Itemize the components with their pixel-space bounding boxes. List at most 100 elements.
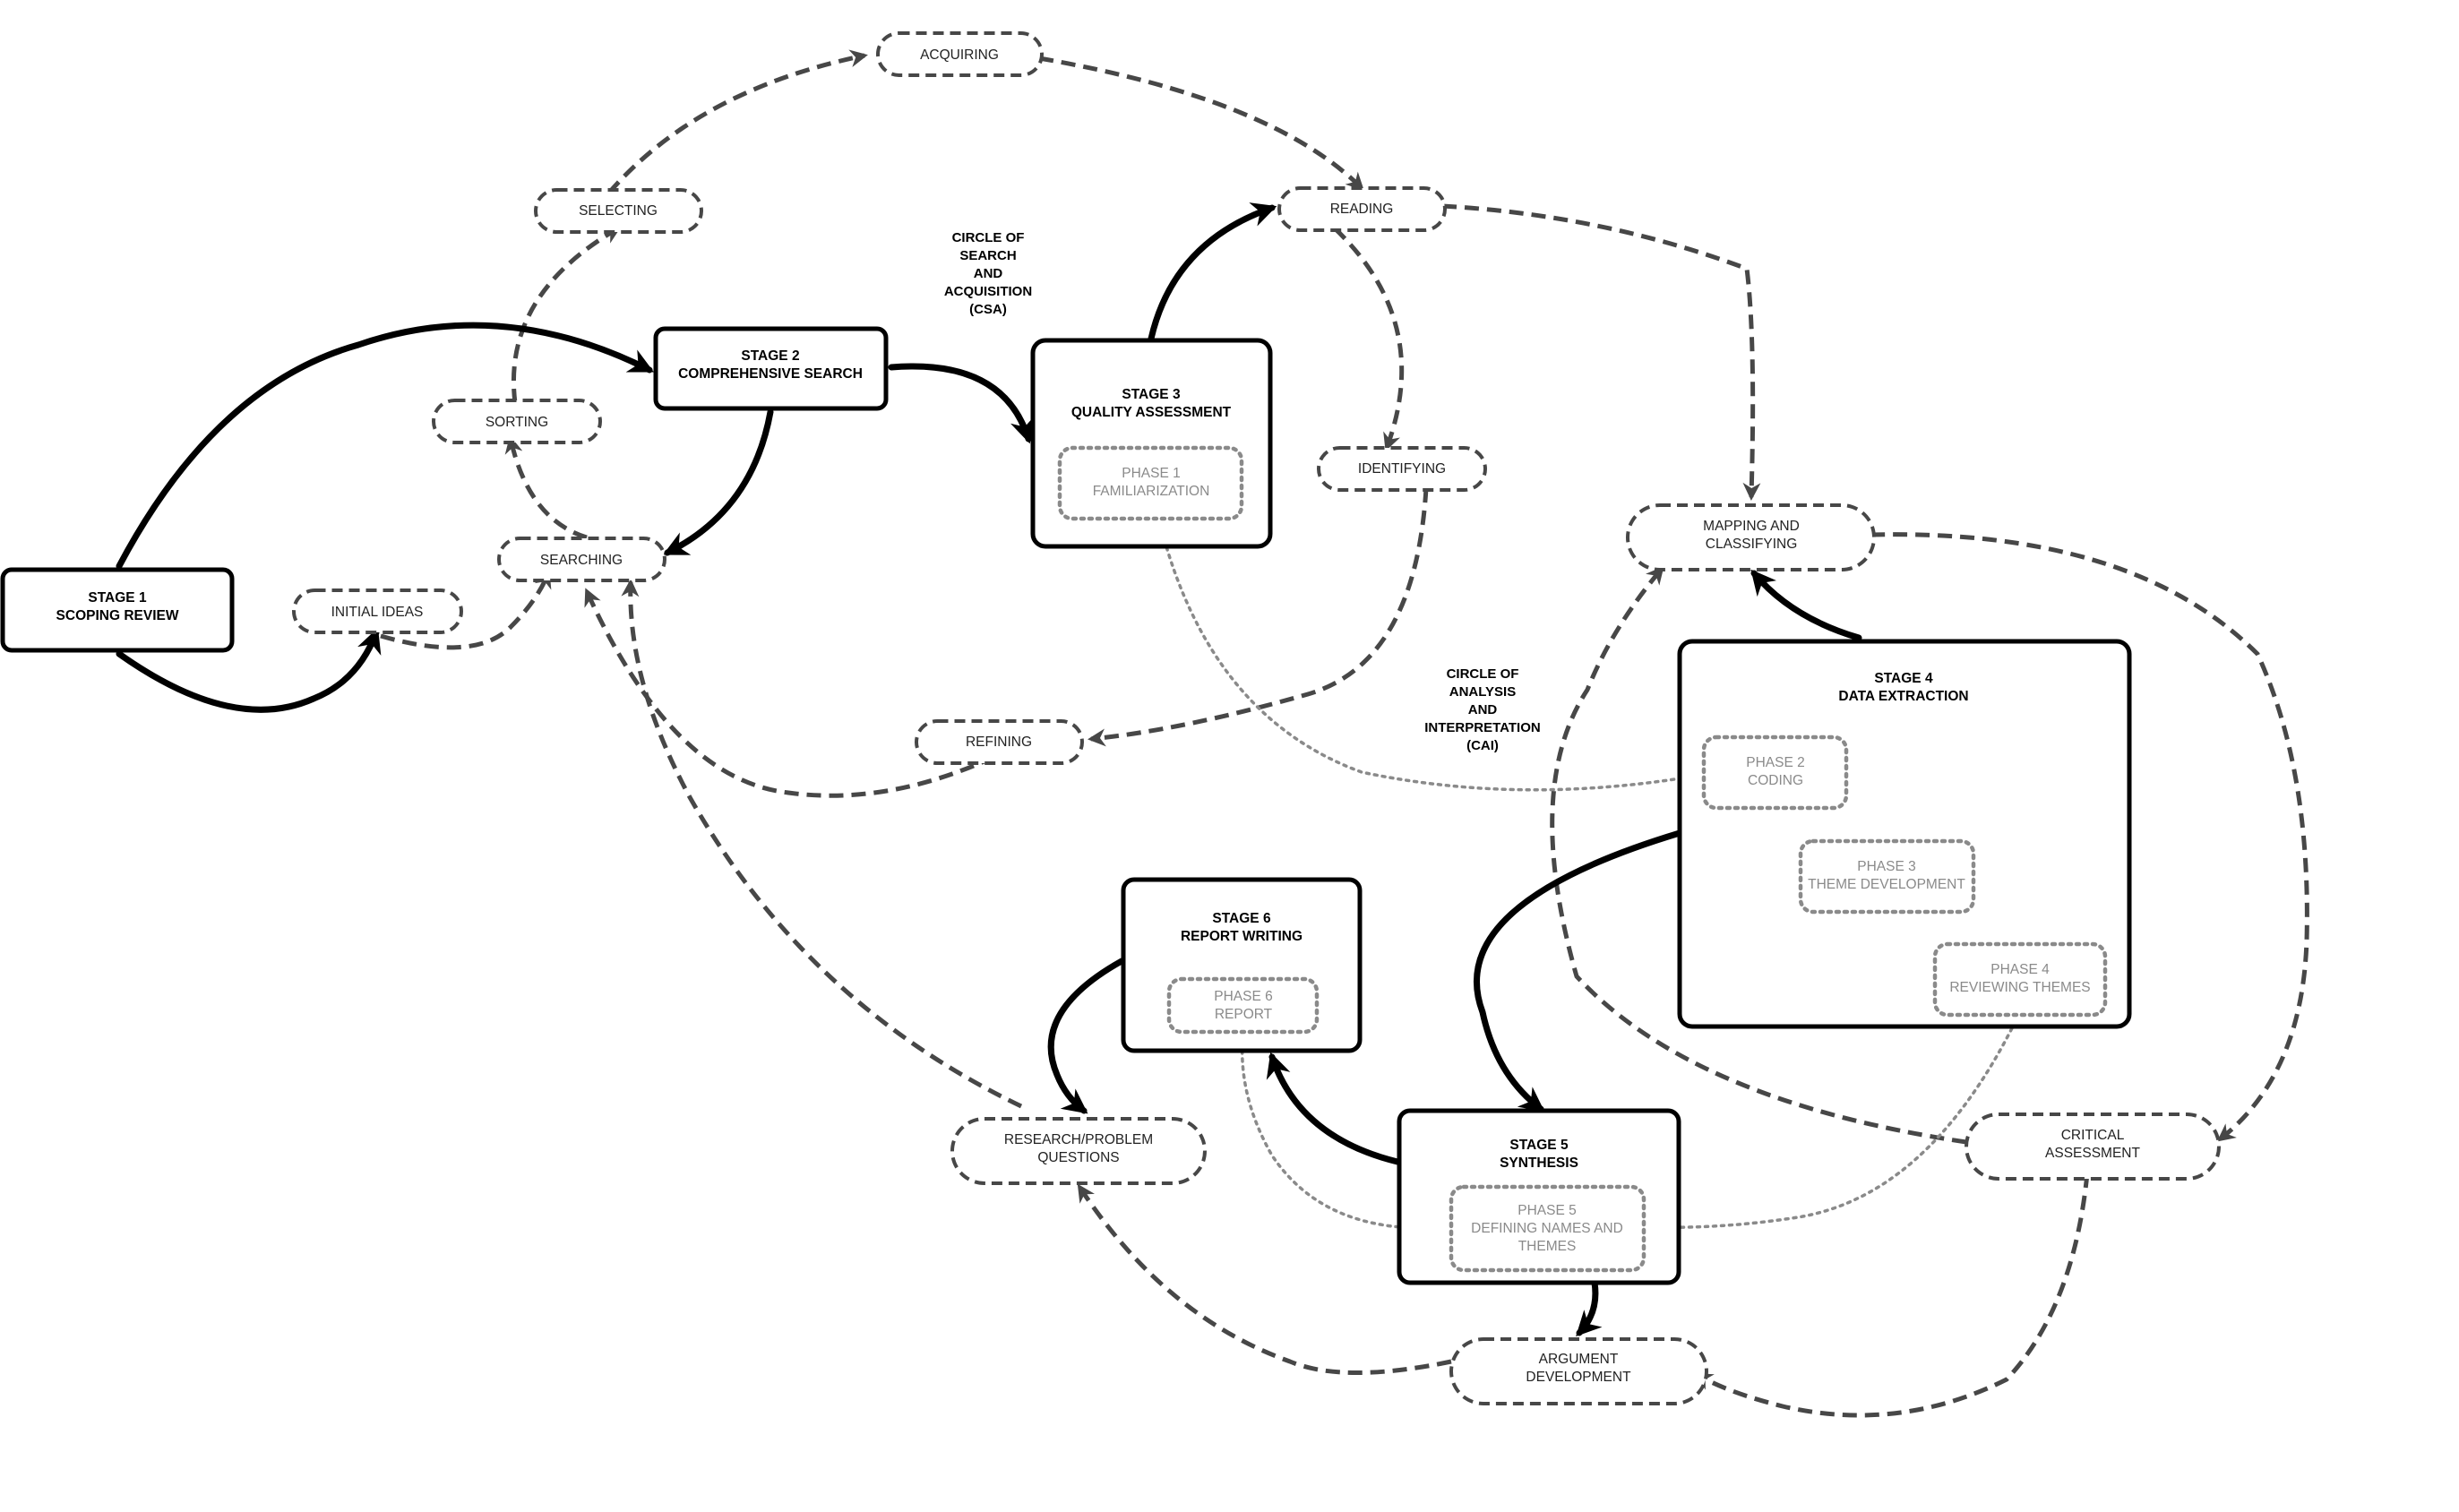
argument-development-label-line: ARGUMENT — [1539, 1352, 1619, 1367]
stage6-label-line: STAGE 6 — [1212, 911, 1271, 926]
mapping-label: MAPPING AND CLASSIFYING — [1703, 519, 1800, 552]
arrow-identifying-to-refining — [1088, 487, 1429, 747]
acquiring-pill[interactable] — [876, 31, 1044, 77]
dashed-flow-arrows — [380, 49, 2309, 1418]
phase4-box[interactable] — [1932, 941, 2108, 1018]
critical-assessment-label: CRITICAL ASSESSMENT — [2045, 1128, 2140, 1161]
phase3-label-line: PHASE 3 — [1857, 859, 1915, 874]
stage2-label: STAGE 2 COMPREHENSIVE SEARCH — [678, 348, 863, 382]
mapping-pill[interactable] — [1626, 503, 1876, 571]
arrow-phase1-to-phase2 — [1158, 522, 1706, 792]
stage5-label: STAGE 5 SYNTHESIS — [1500, 1138, 1578, 1171]
arrow-sorting-to-selecting — [511, 226, 622, 404]
identifying-pill[interactable] — [1317, 446, 1487, 492]
reading-label-line: READING — [1330, 202, 1394, 217]
phase5-label-line: DEFINING NAMES AND — [1471, 1221, 1623, 1236]
phase6-label-line: PHASE 6 — [1214, 989, 1272, 1004]
argument-development-label-line: DEVELOPMENT — [1526, 1370, 1631, 1385]
phase3-box[interactable] — [1798, 838, 1976, 915]
arrow-stage6-to-research — [1047, 958, 1125, 1114]
phase5-label-line: THEMES — [1518, 1239, 1577, 1254]
stage2-label-line: COMPREHENSIVE SEARCH — [678, 366, 863, 382]
arrow-stage4-to-stage5 — [1473, 829, 1683, 1113]
searching-pill[interactable] — [497, 537, 666, 582]
stage5-label-line: SYNTHESIS — [1500, 1155, 1578, 1171]
arrow-stage1-to-stage2 — [116, 322, 655, 570]
phase2-box[interactable] — [1701, 735, 1849, 811]
phase6-label: PHASE 6 REPORT — [1214, 989, 1272, 1022]
refining-pill[interactable] — [915, 719, 1084, 765]
labels: STAGE 1 SCOPING REVIEW STAGE 2 COMPREHENSIV… — [56, 47, 2141, 1385]
phase2-label-line: PHASE 2 — [1746, 755, 1804, 770]
research-questions-label-line: QUESTIONS — [1037, 1150, 1119, 1165]
arrow-phase5-to-phase6 — [1234, 1027, 1449, 1230]
critical-assessment-label-line: CRITICAL — [2061, 1128, 2125, 1143]
csa-label-line: (CSA) — [969, 302, 1007, 317]
phase6-box[interactable] — [1166, 976, 1320, 1035]
phase4-label-line: REVIEWING THEMES — [1949, 980, 2090, 995]
arrow-stage5-to-stage6 — [1266, 1052, 1401, 1165]
arrow-stage4-to-mapping — [1750, 569, 1862, 641]
stage3-label-line: STAGE 3 — [1122, 387, 1181, 402]
activity-pills — [292, 31, 2221, 1405]
arrow-initialideas-to-searching — [380, 570, 552, 650]
identifying-label-line: IDENTIFYING — [1358, 461, 1446, 477]
phase6-label-line: REPORT — [1215, 1007, 1273, 1022]
reading-label: READING — [1330, 202, 1394, 217]
argument-development-pill[interactable] — [1449, 1337, 1708, 1405]
stage1-label-line: SCOPING REVIEW — [56, 608, 179, 623]
phase1-label-line: FAMILIARIZATION — [1093, 484, 1210, 499]
phase5-label-line: PHASE 5 — [1518, 1203, 1576, 1218]
phase5-box[interactable] — [1449, 1184, 1646, 1273]
argument-development-label: ARGUMENT DEVELOPMENT — [1526, 1352, 1631, 1385]
sorting-pill[interactable] — [432, 399, 602, 444]
initial-ideas-label: INITIAL IDEAS — [331, 605, 424, 620]
initial-ideas-label-line: INITIAL IDEAS — [331, 605, 424, 620]
searching-label: SEARCHING — [540, 553, 623, 568]
arrow-stage1-to-initialideas — [116, 627, 382, 713]
stage1-box[interactable] — [0, 567, 235, 653]
initial-ideas-pill[interactable] — [292, 588, 463, 634]
stage3-label-line: QUALITY ASSESSMENT — [1071, 405, 1232, 420]
selecting-pill[interactable] — [534, 188, 703, 234]
critical-assessment-pill[interactable] — [1965, 1113, 2221, 1181]
arrow-research-to-searching — [621, 579, 1023, 1109]
stage5-label-line: STAGE 5 — [1509, 1138, 1569, 1153]
sorting-label: SORTING — [486, 415, 548, 430]
selecting-label: SELECTING — [579, 203, 658, 219]
research-questions-pill[interactable] — [950, 1117, 1207, 1185]
identifying-label: IDENTIFYING — [1358, 461, 1446, 477]
cai-label-line: INTERPRETATION — [1424, 720, 1540, 735]
acquiring-label-line: ACQUIRING — [920, 47, 999, 63]
mapping-label-line: MAPPING AND — [1703, 519, 1800, 534]
cai-label-line: AND — [1468, 702, 1498, 717]
arrow-stage2-to-stage3 — [888, 363, 1035, 444]
stage1-label: STAGE 1 SCOPING REVIEW — [56, 590, 179, 623]
sorting-label-line: SORTING — [486, 415, 548, 430]
stage2-box[interactable] — [653, 326, 889, 411]
refining-label-line: REFINING — [966, 735, 1032, 750]
arrow-stage3-to-reading — [1148, 202, 1277, 342]
reading-pill[interactable] — [1277, 186, 1447, 232]
stage-flow-arrows — [116, 202, 1862, 1337]
mapping-label-line: CLASSIFYING — [1706, 537, 1798, 552]
csa-label-line: ACQUISITION — [944, 284, 1032, 299]
arrow-stage2-to-searching — [662, 408, 774, 556]
arrow-acquiring-to-reading — [1038, 56, 1364, 191]
stage2-label-line: STAGE 2 — [741, 348, 799, 364]
arrow-reading-to-mapping — [1441, 203, 1761, 501]
stage1-label-line: STAGE 1 — [88, 590, 147, 606]
stage4-label-line: DATA EXTRACTION — [1838, 689, 1968, 704]
arrow-mapping-to-critical — [1870, 532, 2309, 1142]
searching-label-line: SEARCHING — [540, 553, 623, 568]
phase5-label: PHASE 5 DEFINING NAMES AND THEMES — [1471, 1203, 1623, 1254]
critical-assessment-label-line: ASSESSMENT — [2045, 1146, 2140, 1161]
phase-boxes — [1057, 445, 2108, 1273]
phase1-box[interactable] — [1057, 445, 1244, 521]
